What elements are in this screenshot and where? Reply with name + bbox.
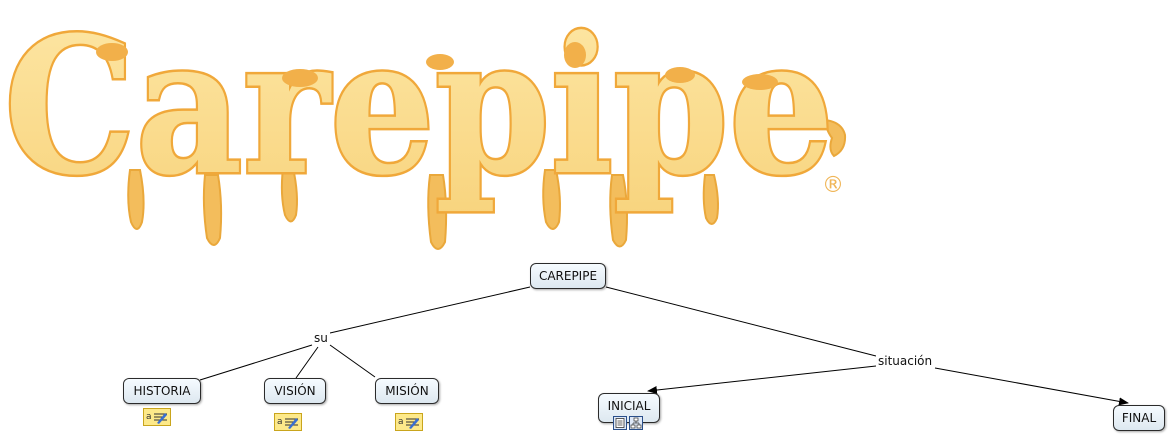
concept-mision[interactable]: MISIÓN [375, 378, 439, 404]
line-carepipe-su [329, 286, 531, 334]
registered-mark: ® [822, 173, 844, 198]
document-list-icon[interactable] [613, 416, 627, 430]
link-label-su: su [312, 331, 330, 345]
svg-text:a: a [398, 417, 404, 427]
link-label-situacion: situación [876, 354, 935, 368]
concept-map-icon[interactable] [629, 416, 643, 430]
svg-text:a: a [146, 412, 152, 422]
annotation-icon[interactable]: a [143, 408, 171, 426]
line-situacion-final [934, 367, 1129, 406]
line-situacion-inicial [647, 365, 877, 394]
line-carepipe-situacion [605, 286, 877, 357]
line-su-vision [295, 346, 319, 379]
concept-carepipe[interactable]: CAREPIPE [530, 263, 606, 289]
carepipe-logo: Carepipe ® [2, 0, 847, 250]
concept-inicial[interactable]: INICIAL [598, 393, 660, 423]
line-su-historia [199, 344, 313, 381]
concept-vision[interactable]: VISIÓN [264, 378, 326, 404]
logo-wordmark: Carepipe [4, 0, 834, 217]
concept-historia[interactable]: HISTORIA [123, 378, 201, 404]
annotation-icon[interactable]: a [395, 413, 423, 431]
svg-text:a: a [277, 417, 283, 427]
logo-splashes [96, 42, 778, 90]
concept-final[interactable]: FINAL [1113, 405, 1165, 431]
annotation-icon[interactable]: a [274, 413, 302, 431]
logo-drips [127, 118, 847, 250]
line-su-mision [329, 344, 376, 378]
